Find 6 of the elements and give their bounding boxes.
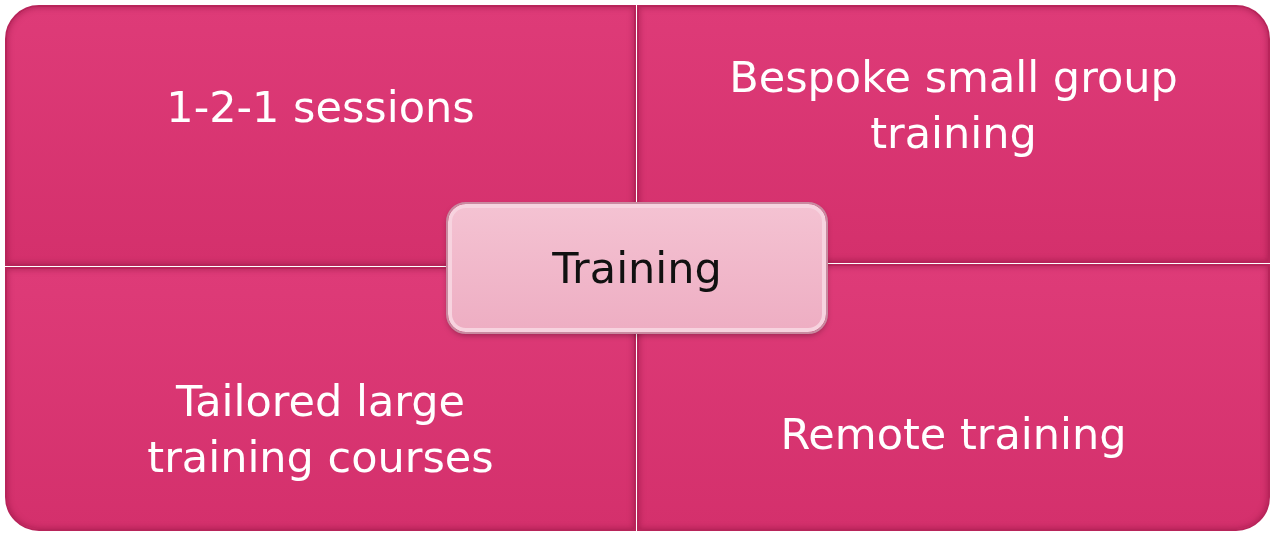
quadrant-label: 1-2-1 sessions [166,81,475,134]
quadrant-label: Remote training [780,408,1127,461]
quadrant-label: Bespoke small group training [728,51,1179,160]
quadrant-label: Tailored large training courses [146,375,495,484]
center-box [448,204,826,332]
center-label: Training [552,242,722,295]
